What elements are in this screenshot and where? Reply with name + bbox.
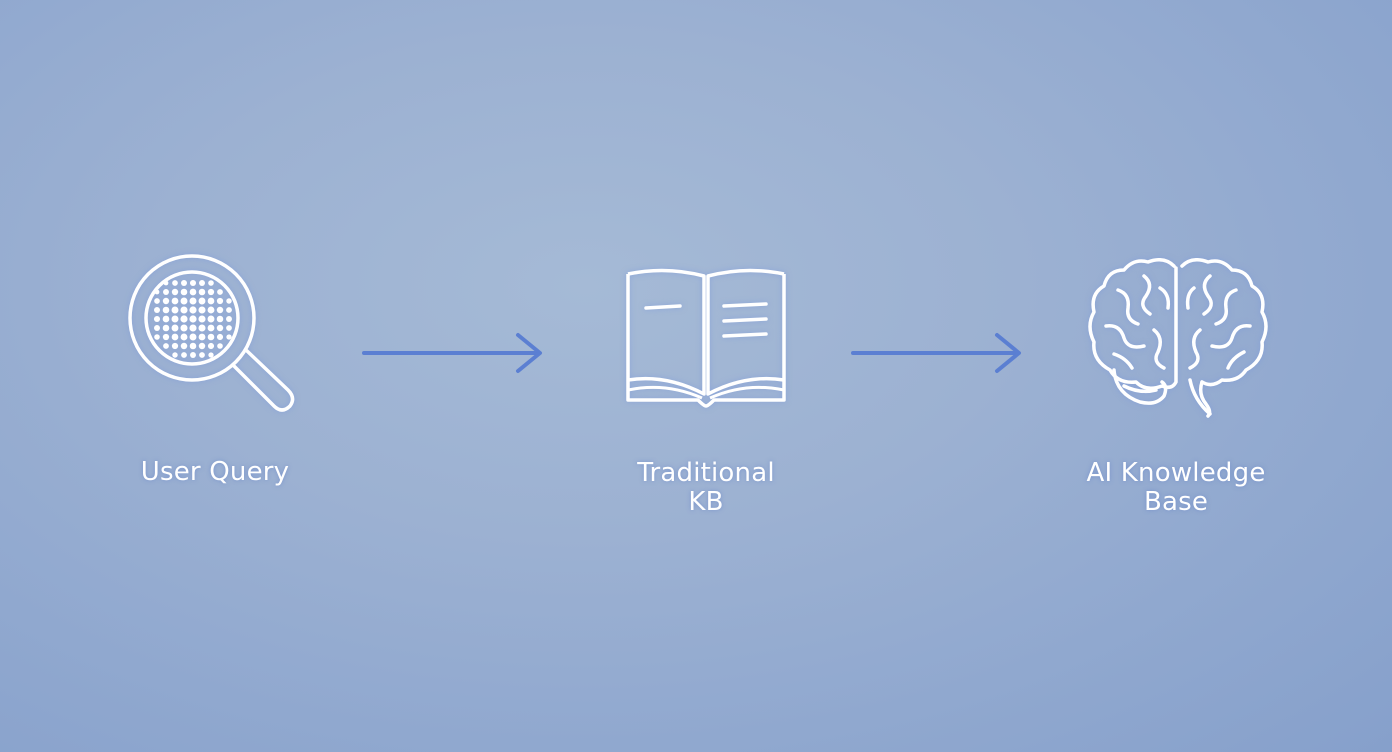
arrow-connector	[360, 330, 548, 380]
label-line: Base	[1143, 487, 1209, 517]
node-label-ai-knowledge-base: AI Knowledge Base	[1061, 459, 1291, 517]
node-label-traditional-kb: Traditional KB	[601, 459, 811, 517]
brain-icon	[1084, 254, 1274, 418]
open-book-icon	[622, 266, 790, 412]
arrow-connector	[849, 330, 1027, 380]
label-line: KB	[688, 487, 724, 517]
magnifier-globe-icon	[124, 252, 296, 420]
label-line: AI Knowledge	[1086, 458, 1266, 488]
label-line: Traditional	[637, 458, 775, 488]
label-line: User Query	[140, 457, 290, 487]
node-label-user-query: User Query	[115, 458, 315, 487]
